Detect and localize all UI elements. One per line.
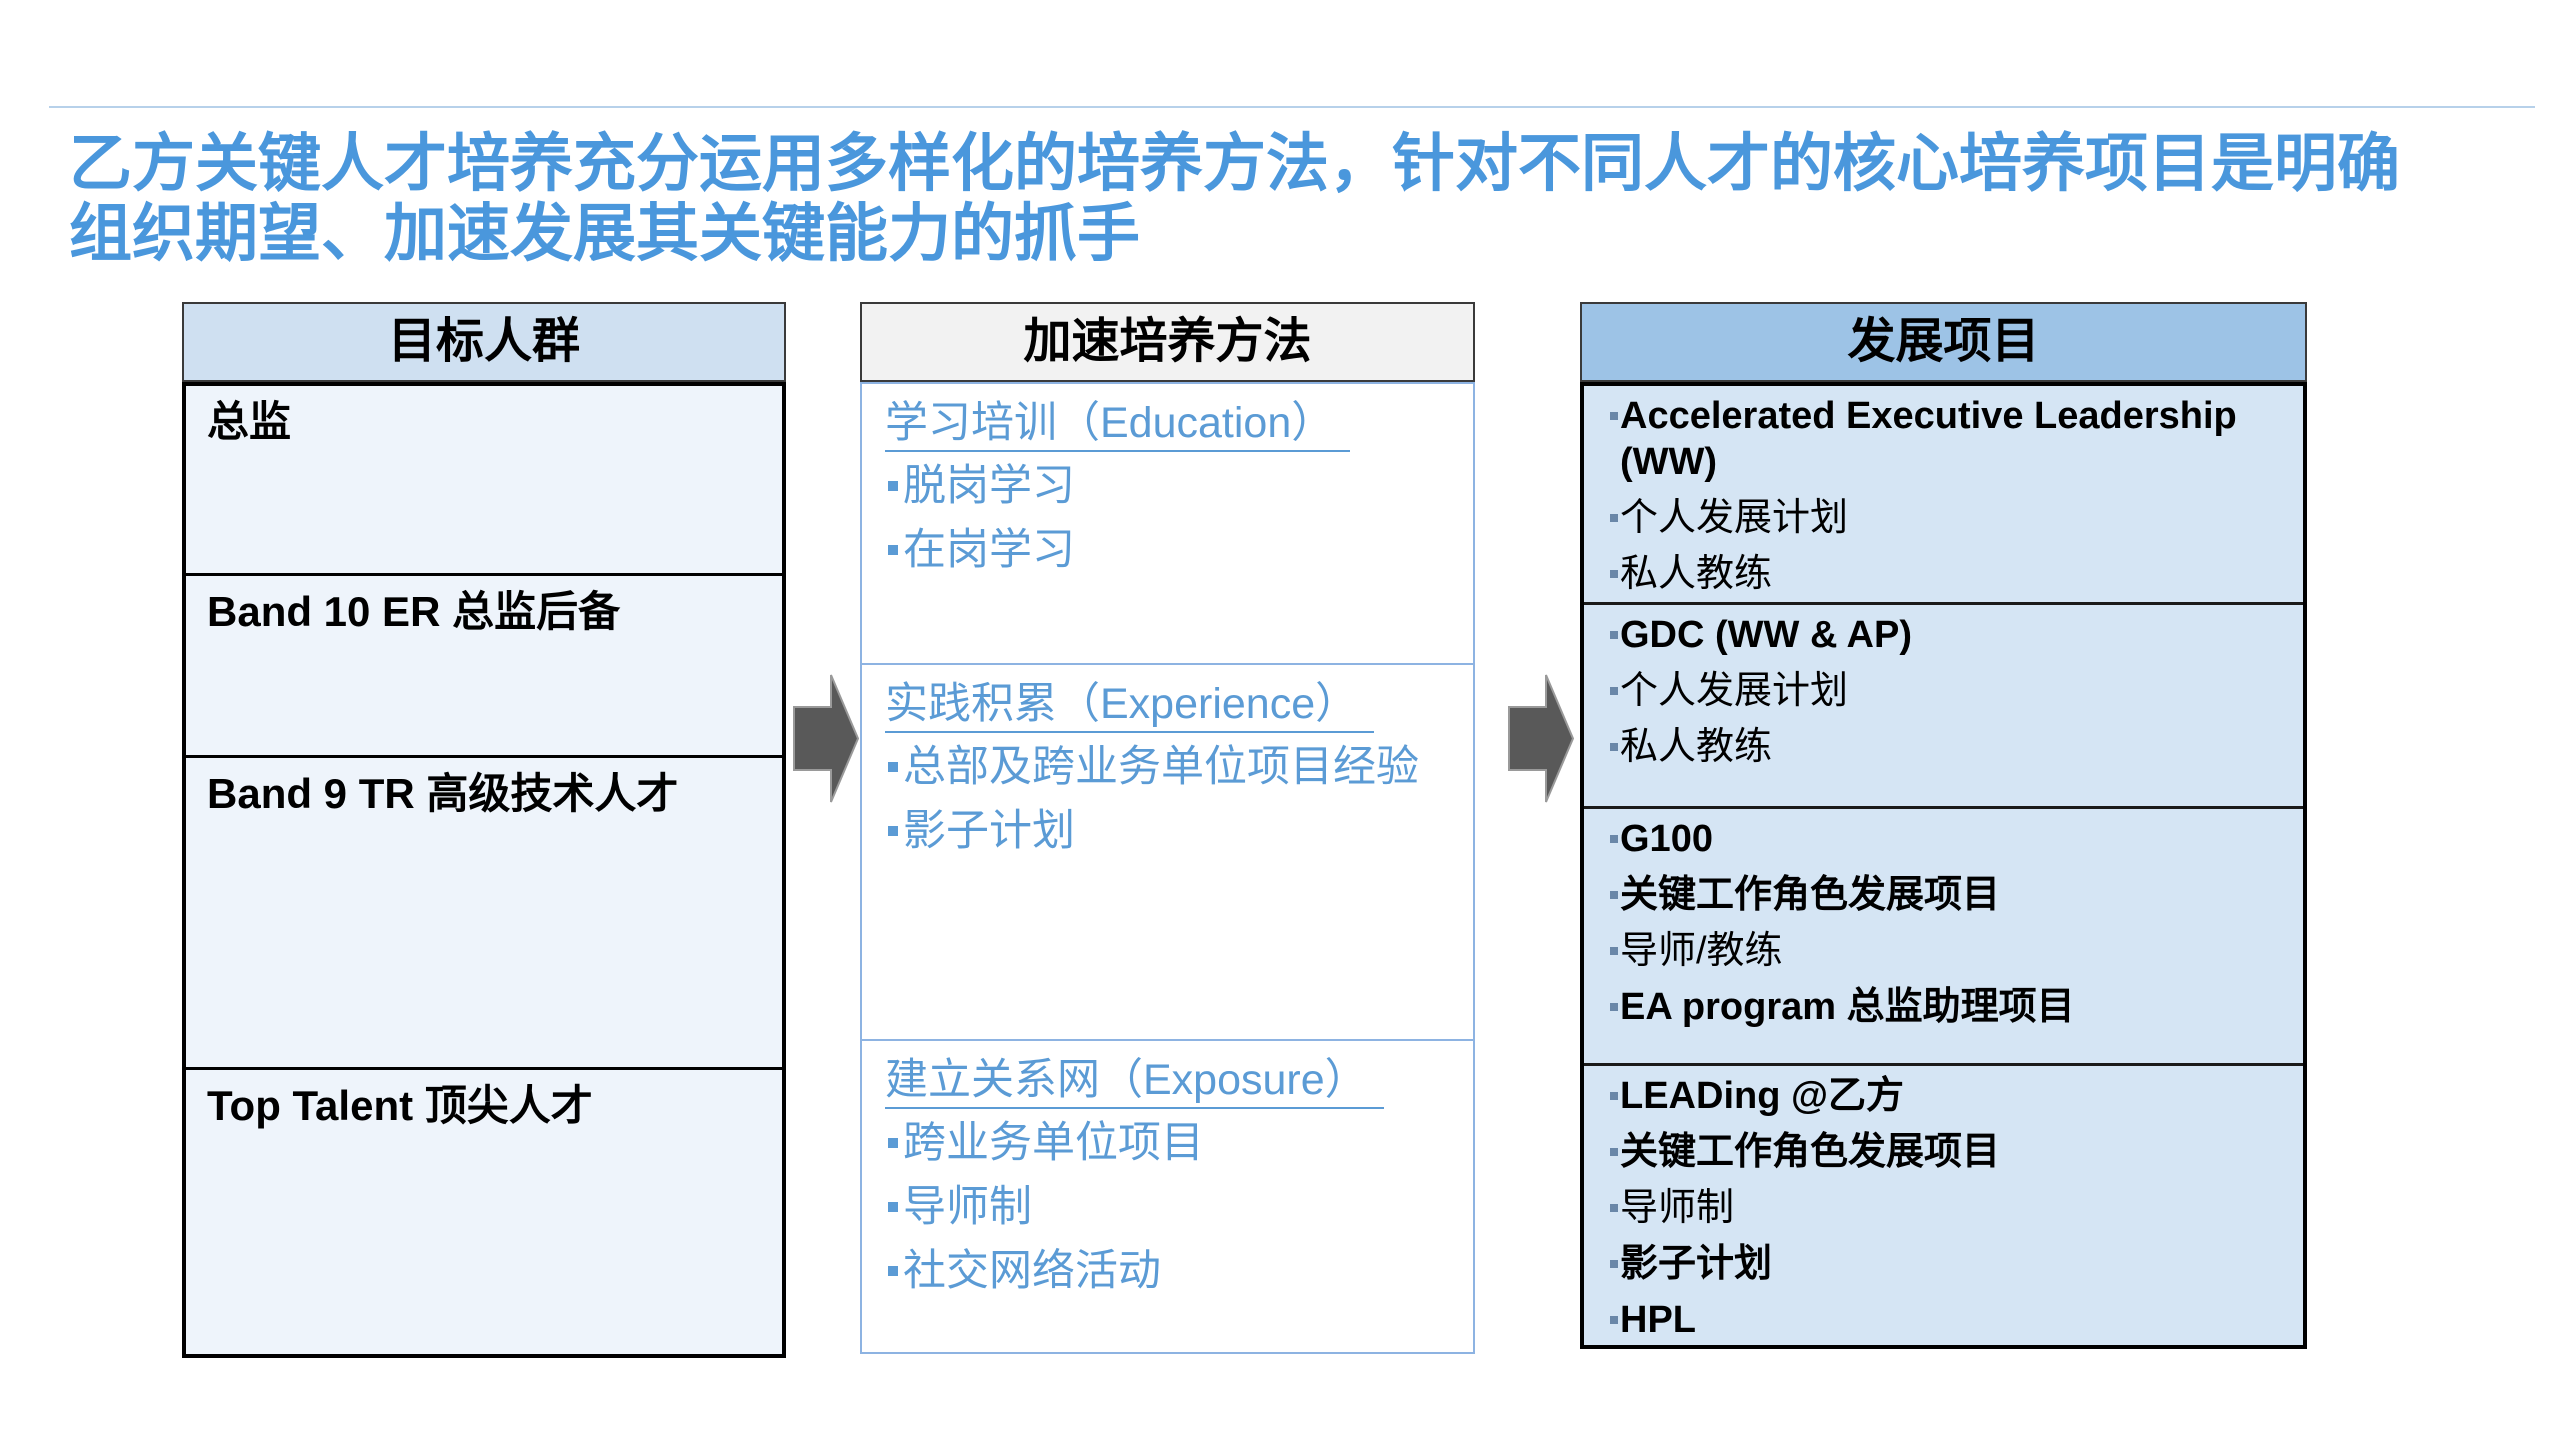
- method-item-label: 导师制: [903, 1183, 1032, 1231]
- square-bullet-icon: [1610, 1092, 1618, 1100]
- square-bullet-icon: [1610, 631, 1618, 639]
- square-bullet-icon: [888, 1138, 898, 1148]
- square-bullet-icon: [1610, 1316, 1618, 1324]
- target-group-row: Band 10 ER 总监后备: [186, 573, 782, 755]
- method-item: 社交网络活动: [885, 1239, 1473, 1303]
- program-item: 关键工作角色发展项目: [1610, 872, 2291, 918]
- method-item-label: 总部及跨业务单位项目经验: [903, 743, 1419, 791]
- methods-list: 学习培训（Education） 脱岗学习 在岗学习 实践积累（Experienc…: [860, 382, 1475, 1354]
- target-group-row: Band 9 TR 高级技术人才: [186, 755, 782, 1067]
- method-section-experience: 实践积累（Experience） 总部及跨业务单位项目经验 影子计划: [862, 663, 1473, 1039]
- program-item-label: 导师制: [1620, 1187, 1735, 1229]
- square-bullet-icon: [1610, 412, 1618, 420]
- method-section-title: 实践积累（Experience）: [885, 677, 1375, 733]
- program-item: HPL: [1610, 1297, 2291, 1343]
- square-bullet-icon: [1610, 743, 1618, 751]
- programs-list: Accelerated Executive Leadership (WW) 个人…: [1580, 382, 2307, 1349]
- program-item: EA program 总监助理项目: [1610, 984, 2291, 1030]
- program-section: GDC (WW & AP) 个人发展计划 私人教练: [1584, 602, 2303, 806]
- method-item-label: 影子计划: [903, 807, 1075, 855]
- program-item: 关键工作角色发展项目: [1610, 1129, 2291, 1175]
- arrow-right-icon: [1508, 674, 1575, 803]
- square-bullet-icon: [1610, 835, 1618, 843]
- methods-header: 加速培养方法: [860, 302, 1475, 382]
- square-bullet-icon: [888, 762, 898, 772]
- method-item-label: 跨业务单位项目: [903, 1119, 1204, 1167]
- square-bullet-icon: [888, 826, 898, 836]
- slide-title-line: 乙方关键人才培养充分运用多样化的培养方法，针对不同人才的核心培养项目是明确: [69, 129, 2400, 199]
- program-item-label: 个人发展计划: [1620, 497, 1849, 539]
- program-section: Accelerated Executive Leadership (WW) 个人…: [1584, 386, 2303, 602]
- program-item: 个人发展计划: [1610, 668, 2291, 714]
- program-item-label: 私人教练: [1620, 553, 1773, 595]
- program-item: 影子计划: [1610, 1241, 2291, 1287]
- square-bullet-icon: [888, 481, 898, 491]
- program-item-label: LEADing @乙方: [1620, 1075, 1905, 1117]
- program-item-label: EA program 总监助理项目: [1620, 986, 2075, 1028]
- method-item: 影子计划: [885, 799, 1473, 863]
- program-item: 私人教练: [1610, 551, 2291, 597]
- square-bullet-icon: [1610, 891, 1618, 899]
- program-item-label: 个人发展计划: [1620, 670, 1849, 712]
- program-item-label: G100: [1620, 818, 1713, 860]
- method-item: 跨业务单位项目: [885, 1111, 1473, 1175]
- slide-title-line: 组织期望、加速发展其关键能力的抓手: [69, 199, 1140, 269]
- header-divider: [49, 106, 2535, 108]
- programs-header: 发展项目: [1580, 302, 2307, 382]
- program-item: GDC (WW & AP): [1610, 612, 2291, 658]
- programs-column: 发展项目 Accelerated Executive Leadership (W…: [1580, 302, 2307, 1349]
- square-bullet-icon: [1610, 1204, 1618, 1212]
- square-bullet-icon: [888, 1266, 898, 1276]
- program-item: 导师/教练: [1610, 928, 2291, 974]
- method-item-label: 在岗学习: [903, 526, 1075, 574]
- program-item-label: 影子计划: [1620, 1243, 1773, 1285]
- program-section: G100 关键工作角色发展项目 导师/教练 EA program 总监助理项目: [1584, 806, 2303, 1063]
- square-bullet-icon: [1610, 1260, 1618, 1268]
- square-bullet-icon: [1610, 687, 1618, 695]
- method-section-exposure: 建立关系网（Exposure） 跨业务单位项目 导师制 社交网络活动: [862, 1039, 1473, 1352]
- square-bullet-icon: [1610, 1148, 1618, 1156]
- program-item: 导师制: [1610, 1185, 2291, 1231]
- program-item: 私人教练: [1610, 724, 2291, 770]
- method-section-title: 学习培训（Education）: [885, 396, 1351, 452]
- target-groups-header: 目标人群: [182, 302, 786, 382]
- program-item-label: 导师/教练: [1620, 930, 1783, 972]
- program-item-label: 私人教练: [1620, 726, 1773, 768]
- method-item: 在岗学习: [885, 518, 1473, 582]
- square-bullet-icon: [888, 545, 898, 555]
- target-groups-column: 目标人群 总监 Band 10 ER 总监后备 Band 9 TR 高级技术人才…: [182, 302, 786, 1358]
- program-item-label: GDC (WW & AP): [1620, 614, 1912, 656]
- program-item: G100: [1610, 816, 2291, 862]
- program-item: LEADing @乙方: [1610, 1073, 2291, 1119]
- square-bullet-icon: [888, 1202, 898, 1212]
- method-item-label: 社交网络活动: [903, 1247, 1161, 1295]
- program-item-label: HPL: [1620, 1299, 1696, 1341]
- method-item: 脱岗学习: [885, 454, 1473, 518]
- target-group-row: Top Talent 顶尖人才: [186, 1067, 782, 1354]
- target-group-row: 总监: [207, 398, 292, 445]
- method-section-title: 建立关系网（Exposure）: [885, 1053, 1384, 1109]
- method-section-education: 学习培训（Education） 脱岗学习 在岗学习: [862, 384, 1473, 663]
- square-bullet-icon: [1610, 514, 1618, 522]
- target-groups-list: 总监 Band 10 ER 总监后备 Band 9 TR 高级技术人才 Top …: [182, 382, 786, 1358]
- slide-title: 乙方关键人才培养充分运用多样化的培养方法，针对不同人才的核心培养项目是明确 组织…: [69, 129, 2400, 269]
- square-bullet-icon: [1610, 570, 1618, 578]
- program-item-label: 关键工作角色发展项目: [1620, 1131, 2001, 1173]
- square-bullet-icon: [1610, 1003, 1618, 1011]
- program-item-label: Accelerated Executive Leadership (WW): [1620, 395, 2237, 483]
- method-item: 总部及跨业务单位项目经验: [885, 735, 1473, 799]
- program-item-label: 关键工作角色发展项目: [1620, 874, 2001, 916]
- arrow-right-icon: [793, 674, 860, 803]
- method-item: 导师制: [885, 1175, 1473, 1239]
- square-bullet-icon: [1610, 947, 1618, 955]
- methods-column: 加速培养方法 学习培训（Education） 脱岗学习 在岗学习 实践积累（Ex…: [860, 302, 1475, 1354]
- program-item: 个人发展计划: [1610, 495, 2291, 541]
- program-section: LEADing @乙方 关键工作角色发展项目 导师制 影子计划 HPL: [1584, 1063, 2303, 1345]
- program-item: Accelerated Executive Leadership (WW): [1610, 393, 2291, 485]
- method-item-label: 脱岗学习: [903, 462, 1075, 510]
